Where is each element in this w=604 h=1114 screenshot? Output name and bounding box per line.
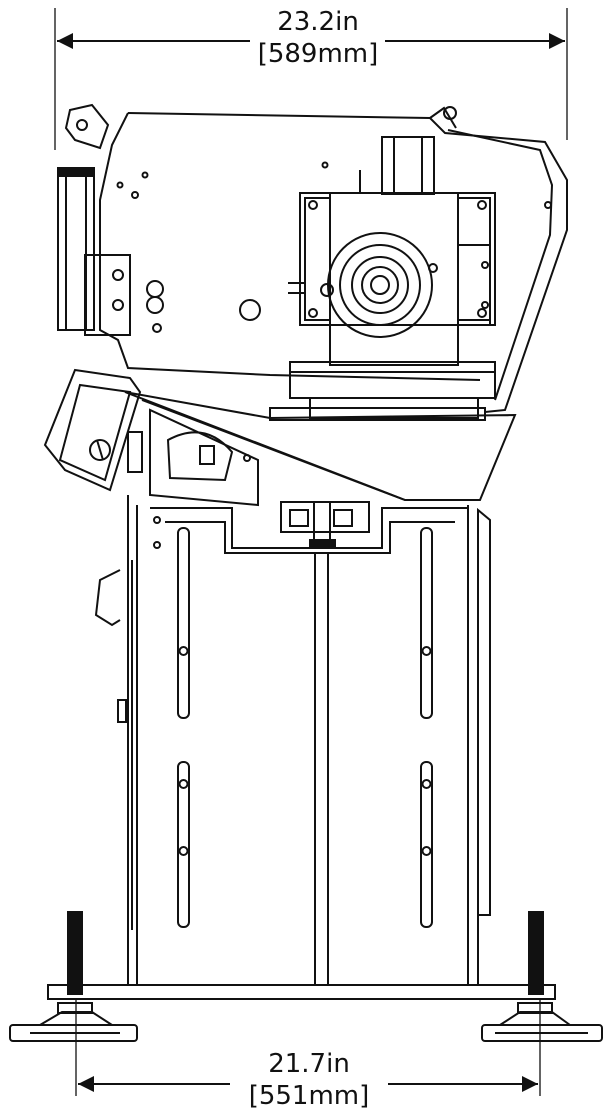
leveling-foot-left — [9, 911, 138, 1042]
top-dimension-imperial: 23.2in — [277, 7, 359, 37]
bottom-dimension-metric: [551mm] — [249, 1081, 370, 1111]
die-head — [288, 136, 496, 419]
bottom-dimension — [75, 1000, 541, 1096]
control-box — [43, 368, 143, 492]
bend-bar — [124, 391, 517, 549]
bottom-dimension-imperial: 21.7in — [268, 1049, 350, 1079]
top-dimension-metric: [589mm] — [258, 39, 379, 69]
leveling-foot-right — [481, 911, 603, 1042]
stand-frame — [47, 495, 556, 1000]
top-dimension — [54, 8, 568, 150]
bender-housing — [57, 103, 568, 413]
